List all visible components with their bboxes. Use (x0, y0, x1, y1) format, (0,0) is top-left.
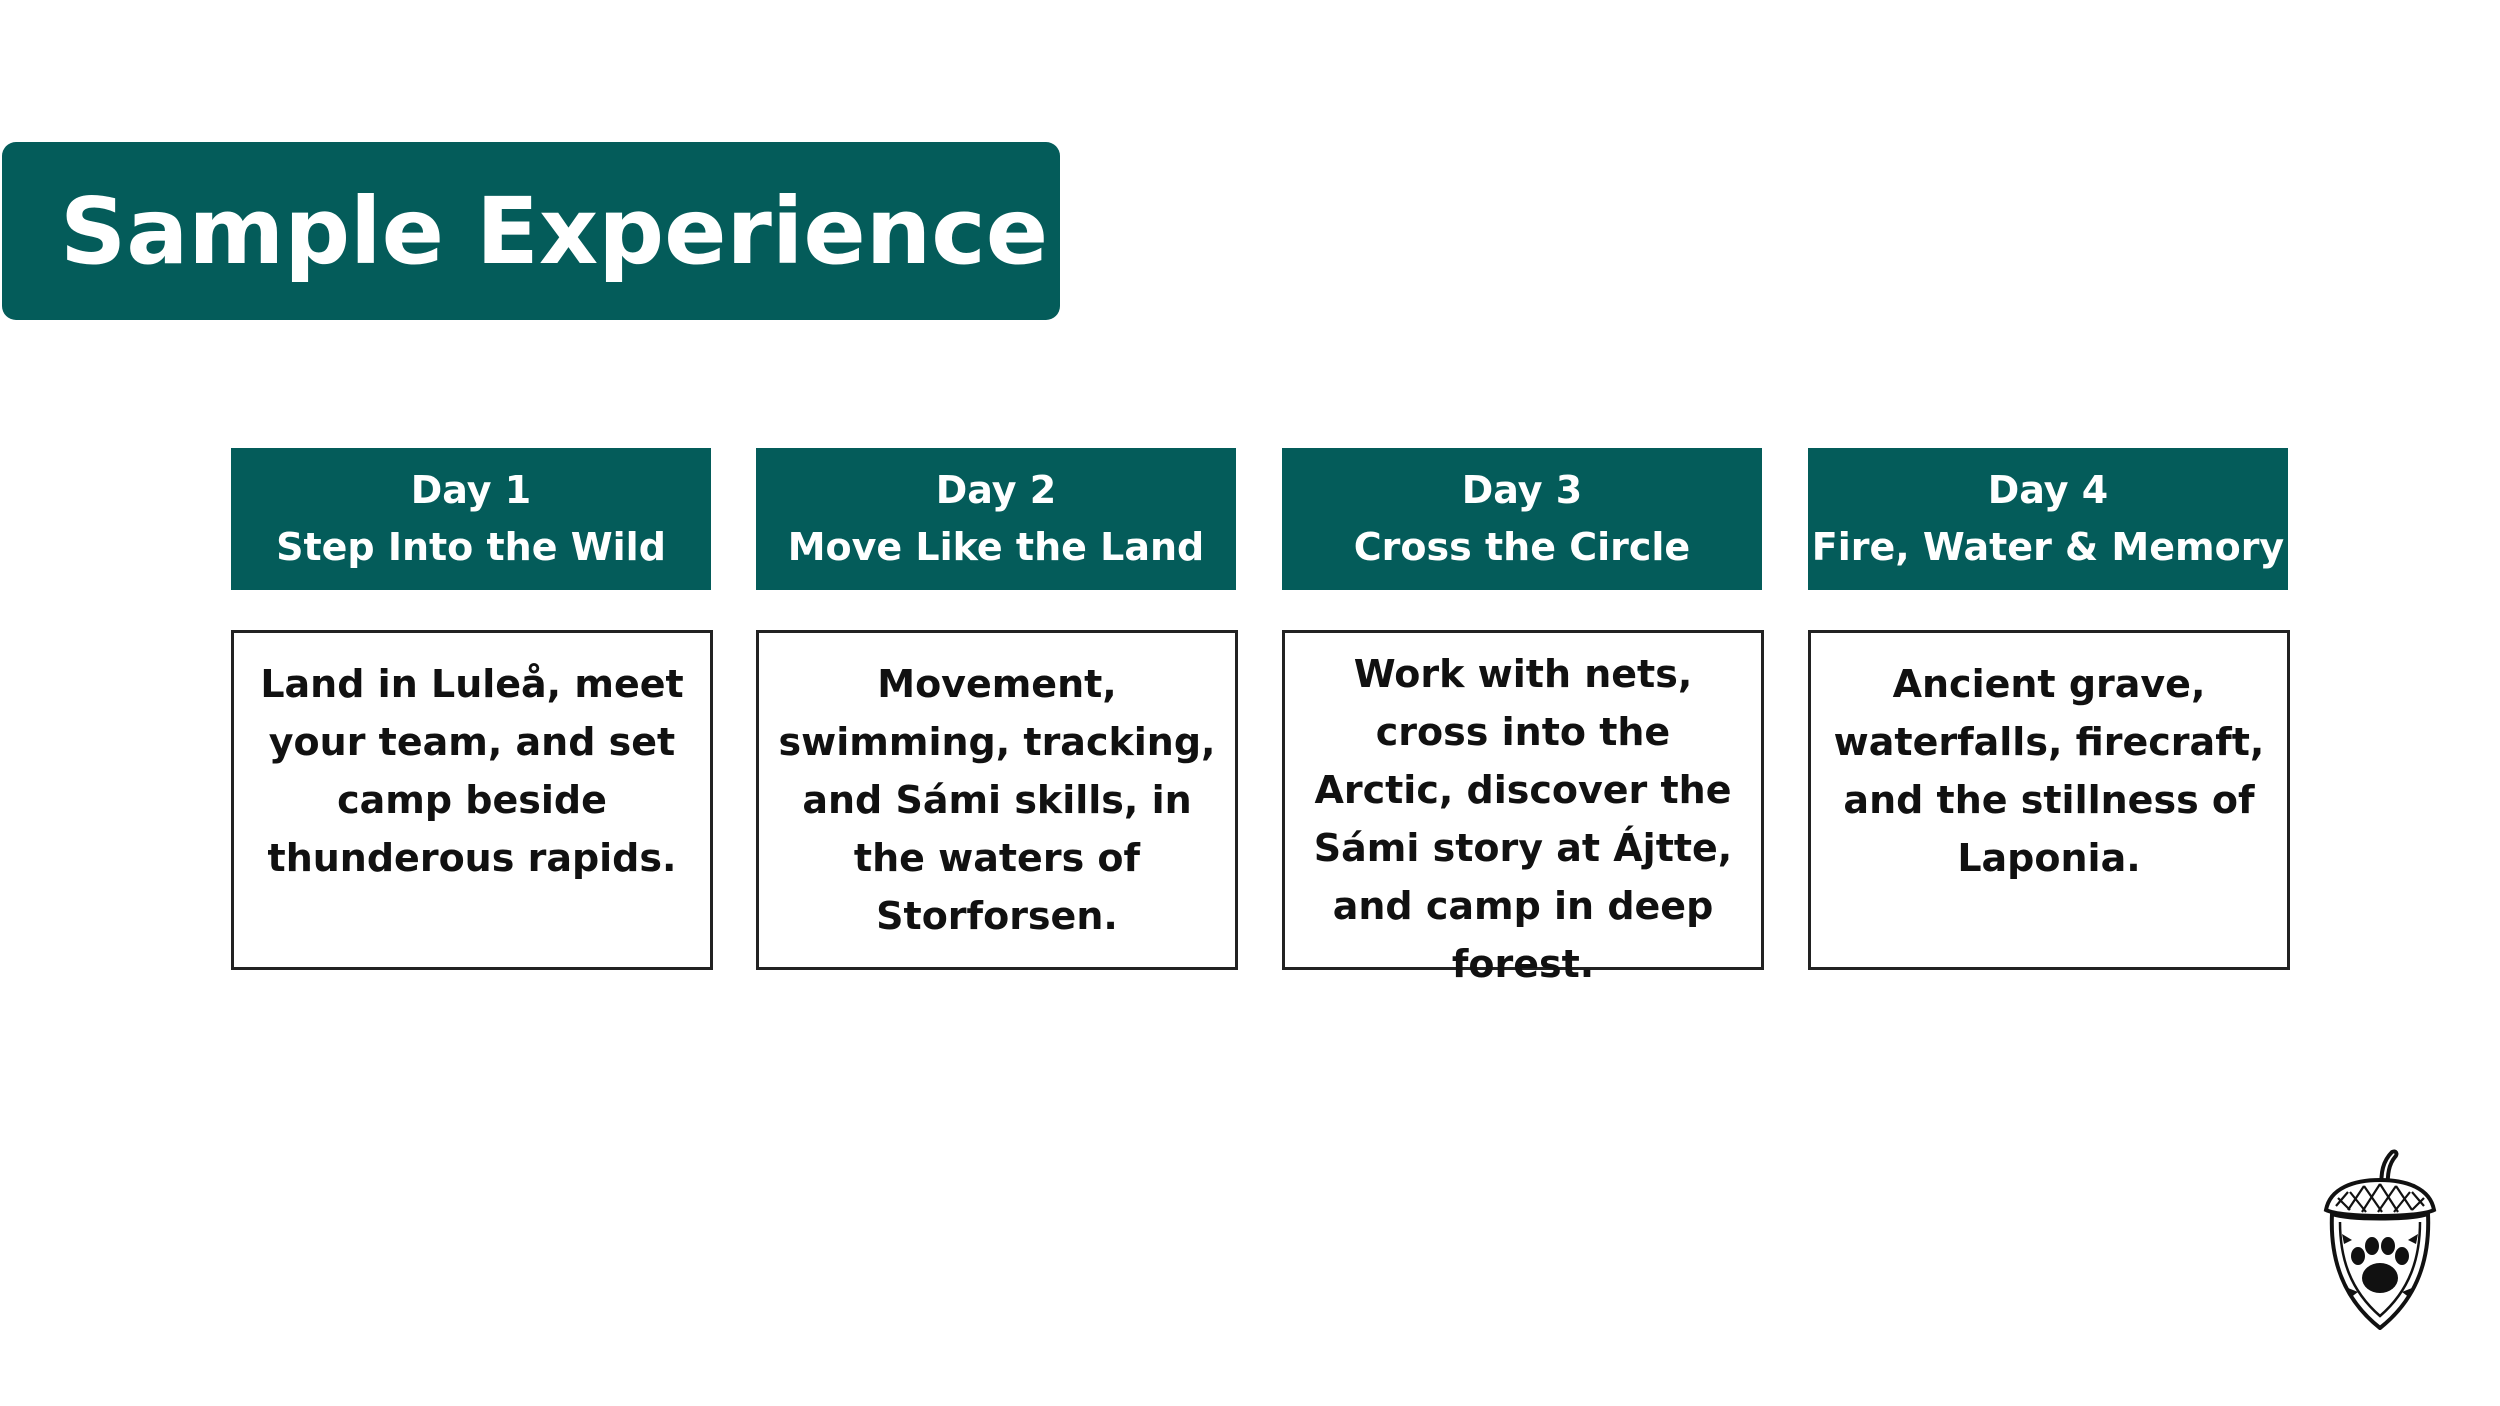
day-3-description: Work with nets, cross into the Arctic, d… (1282, 630, 1764, 986)
day-1-label: Day 1 (410, 468, 532, 512)
day-2-label: Day 2 (935, 468, 1057, 512)
day-3-title: Cross the Circle (1353, 525, 1691, 569)
day-2-header: Day 2 Move Like the Land (756, 448, 1236, 590)
title-banner: Sample Experience (2, 142, 1060, 320)
day-4-description: Ancient grave, waterfalls, firecraft, an… (1808, 630, 2290, 970)
day-1-description: Land in Luleå, meet your team, and set c… (231, 630, 713, 970)
page-title: Sample Experience (60, 177, 1049, 285)
day-2-title: Move Like the Land (787, 525, 1205, 569)
day-2-description: Movement, swimming, tracking, and Sámi s… (756, 630, 1238, 970)
day-3-label: Day 3 (1461, 468, 1583, 512)
day-4-header: Day 4 Fire, Water & Memory (1808, 448, 2288, 590)
day-4-label: Day 4 (1987, 468, 2109, 512)
day-1-header: Day 1 Step Into the Wild (231, 448, 711, 590)
day-1-title: Step Into the Wild (276, 525, 666, 569)
day-3-header: Day 3 Cross the Circle (1282, 448, 1762, 590)
day-4-title: Fire, Water & Memory (1811, 525, 2285, 569)
acorn-paw-icon (2323, 1149, 2437, 1330)
